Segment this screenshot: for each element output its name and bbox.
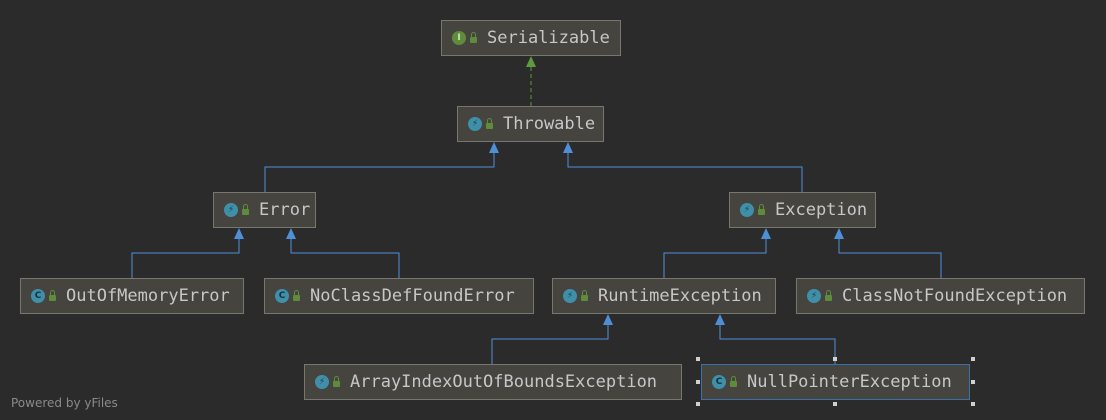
node-null-pointer-exception[interactable]: C NullPointerException: [701, 364, 970, 400]
selection-handle[interactable]: [696, 357, 700, 361]
selection-handle[interactable]: [971, 380, 975, 384]
abstract-class-icon: ⚡: [807, 289, 821, 303]
abstract-class-icon: ⚡: [563, 289, 577, 303]
node-label: Throwable: [503, 114, 596, 134]
node-throwable[interactable]: ⚡ Throwable: [457, 106, 604, 142]
node-runtime-exception[interactable]: ⚡ RuntimeException: [552, 278, 776, 314]
lock-icon: [581, 290, 588, 301]
edge-runtimeexception-exception: [663, 228, 771, 278]
abstract-class-icon: ⚡: [740, 203, 754, 217]
node-no-class-def-found-error[interactable]: C NoClassDefFoundError: [264, 278, 534, 314]
edge-arrayindexoutofbounds-runtimeexception: [491, 314, 613, 364]
node-label: Exception: [775, 200, 868, 220]
lock-icon: [242, 204, 249, 215]
node-class-not-found-exception[interactable]: ⚡ ClassNotFoundException: [796, 278, 1085, 314]
node-label: Error: [259, 200, 311, 220]
selection-handle[interactable]: [971, 402, 975, 406]
lock-icon: [486, 118, 493, 129]
edge-noclassdeffounderror-error: [286, 228, 400, 278]
edge-outofmemoryerror-error: [131, 228, 244, 278]
edge-classnotfoundexception-exception: [834, 228, 942, 278]
node-exception[interactable]: ⚡ Exception: [729, 192, 876, 228]
selection-handle[interactable]: [696, 402, 700, 406]
class-icon: C: [31, 289, 45, 303]
lock-icon: [730, 376, 737, 387]
powered-by-footer: Powered by yFiles: [11, 396, 118, 410]
selection-handle[interactable]: [696, 380, 700, 384]
node-array-index-out-of-bounds-exception[interactable]: ⚡ ArrayIndexOutOfBoundsException: [304, 364, 682, 400]
edge-error-throwable: [264, 142, 499, 192]
lock-icon: [333, 376, 340, 387]
lock-icon: [758, 204, 765, 215]
node-label: NullPointerException: [747, 372, 952, 392]
node-label: ArrayIndexOutOfBoundsException: [350, 372, 658, 392]
abstract-class-icon: ⚡: [468, 117, 482, 131]
node-label: Serializable: [487, 28, 610, 48]
node-label: RuntimeException: [598, 286, 762, 306]
node-label: NoClassDefFoundError: [310, 286, 515, 306]
selection-handle[interactable]: [833, 402, 837, 406]
lock-icon: [293, 290, 300, 301]
abstract-class-icon: ⚡: [224, 203, 238, 217]
lock-icon: [825, 290, 832, 301]
node-out-of-memory-error[interactable]: C OutOfMemoryError: [20, 278, 244, 314]
interface-icon: I: [452, 31, 466, 45]
node-label: ClassNotFoundException: [842, 286, 1068, 306]
node-serializable[interactable]: I Serializable: [441, 20, 621, 56]
lock-icon: [49, 290, 56, 301]
edge-exception-throwable: [563, 142, 803, 192]
edge-throwable-serializable: [526, 56, 536, 106]
class-icon: C: [712, 375, 726, 389]
abstract-class-icon: ⚡: [315, 375, 329, 389]
selection-handle[interactable]: [833, 357, 837, 361]
edge-nullpointerexception-runtimeexception: [715, 314, 836, 364]
selection-handle[interactable]: [971, 357, 975, 361]
node-error[interactable]: ⚡ Error: [213, 192, 316, 228]
class-icon: C: [275, 289, 289, 303]
lock-icon: [470, 32, 477, 43]
node-label: OutOfMemoryError: [66, 286, 230, 306]
